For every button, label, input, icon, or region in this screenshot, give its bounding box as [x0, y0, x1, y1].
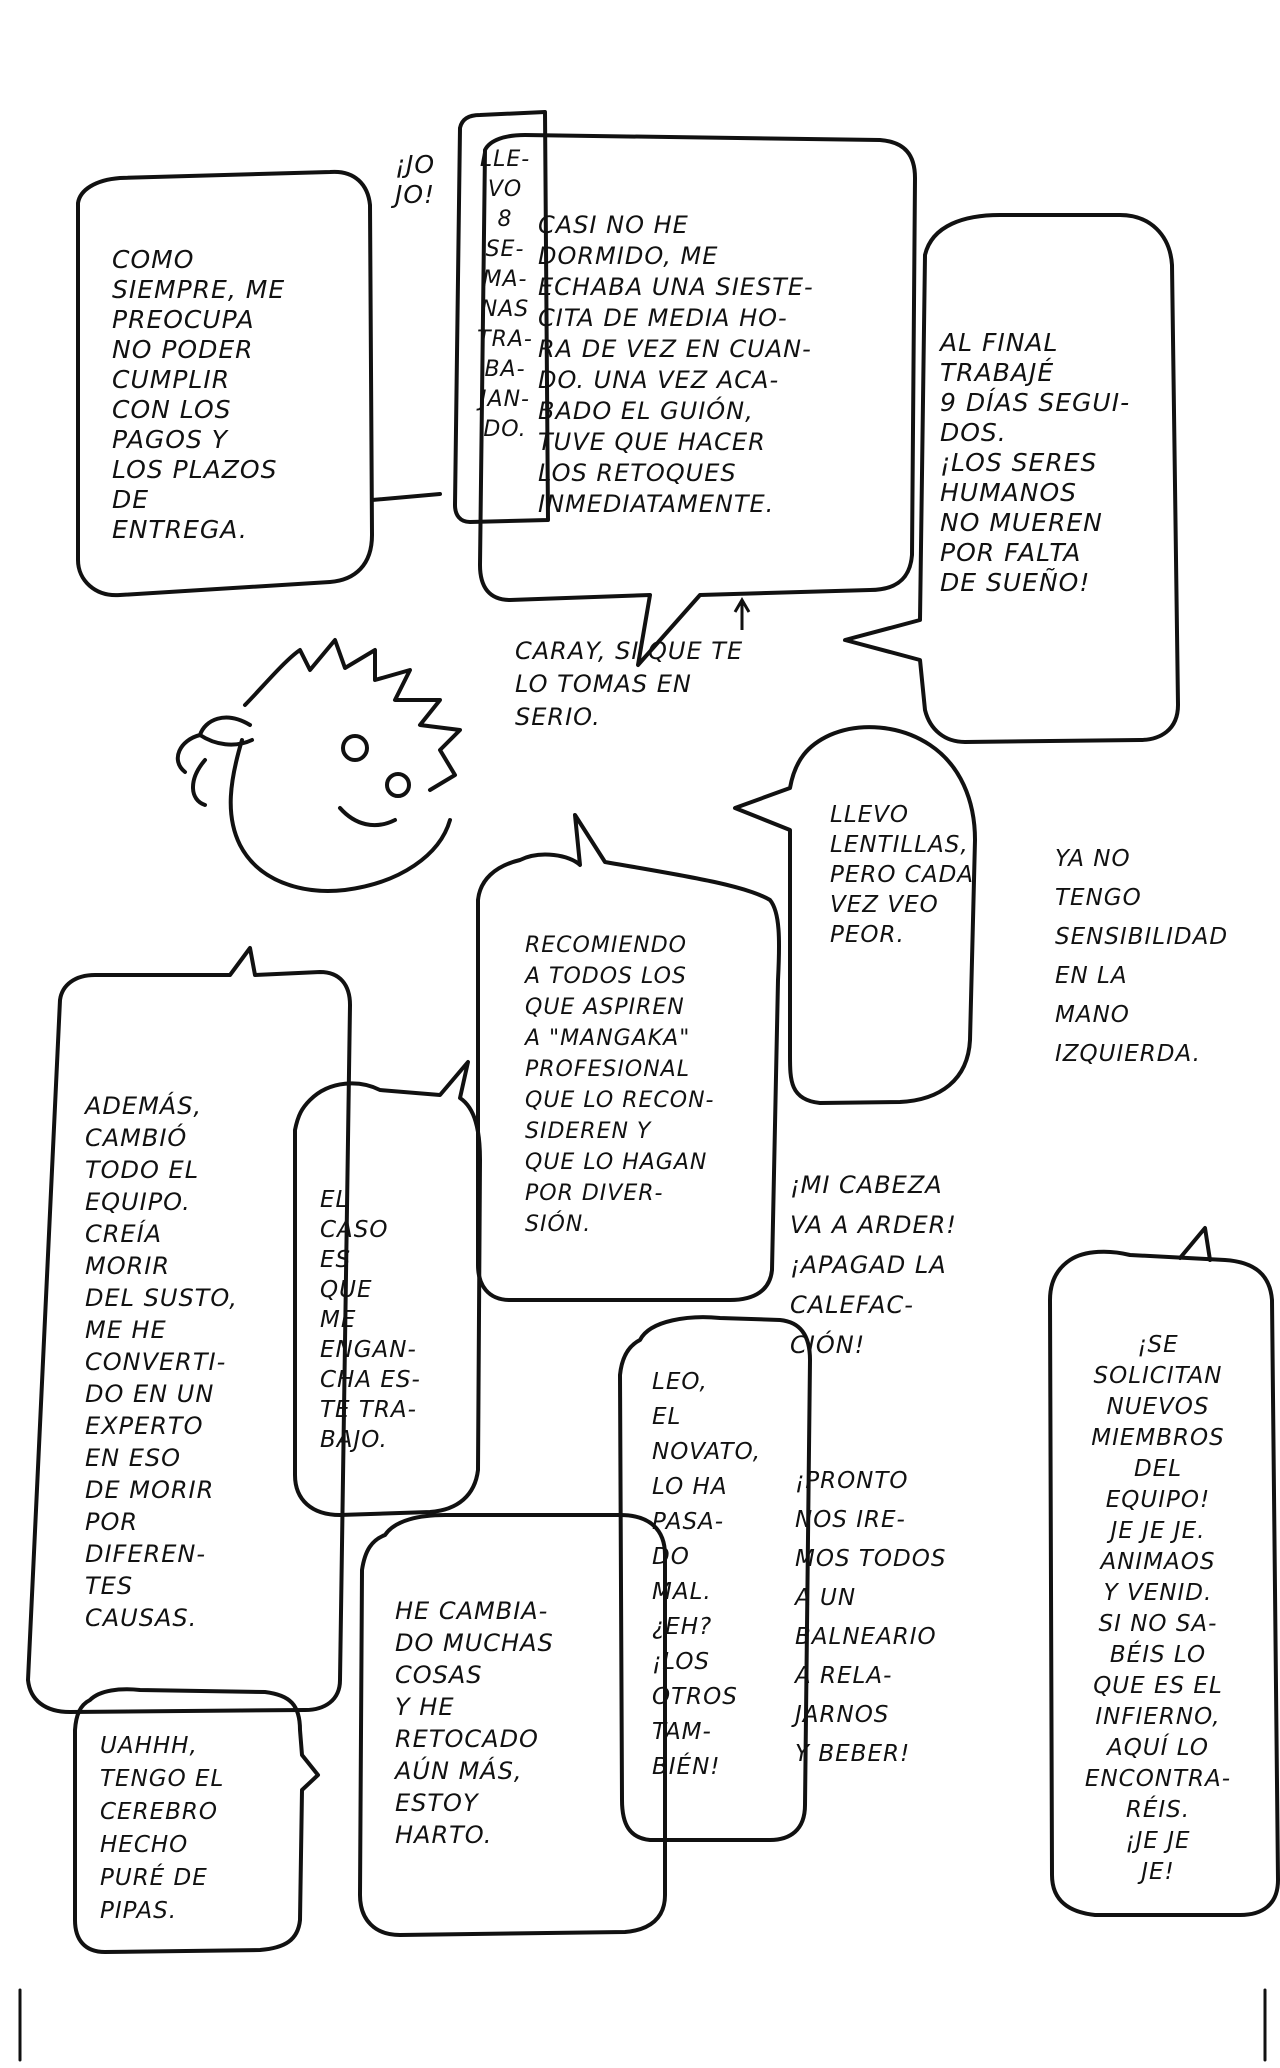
balloon-4 — [478, 133, 917, 667]
balloon-12-text: ¡MI CABEZA VA A ARDER! ¡APAGAD LA CALEFA… — [790, 1171, 957, 1359]
balloon-6-text: CARAY, SI QUE TE LO TOMAS EN SERIO. — [515, 637, 744, 731]
balloon-10-text: ADEMÁS, CAMBIÓ TODO EL EQUIPO. CREÍA MOR… — [85, 1092, 238, 1632]
balloon-2-text: ¡JO JO! — [395, 150, 436, 209]
balloon-3 — [453, 110, 550, 524]
balloon-15-text: ¡SE SOLICITAN NUEVOS MIEMBROS DEL EQUIPO… — [1084, 1332, 1232, 1885]
balloon-10 — [26, 946, 352, 1714]
balloon-11-text: EL CASO ES QUE ME ENGAN- CHA ES- TE TRA-… — [320, 1187, 421, 1453]
balloon-17-text: UAHHH, TENGO EL CEREBRO HECHO PURÉ DE PI… — [100, 1733, 225, 1924]
balloon-11 — [293, 1060, 482, 1517]
balloon-4-text: CASI NO HE DORMIDO, ME ECHABA UNA SIESTE… — [538, 211, 814, 518]
balloon-1 — [76, 169, 374, 598]
balloon-5 — [843, 213, 1180, 744]
balloon-17 — [73, 1687, 320, 1954]
balloon-15 — [1048, 1249, 1280, 1917]
balloon-13 — [618, 1315, 812, 1842]
balloon-14-text: ¡PRONTO NOS IRE- MOS TODOS A UN BALNEARI… — [795, 1468, 947, 1767]
balloon-13-text: LEO, EL NOVATO, LO HA PASA- DO MAL. ¿EH?… — [652, 1369, 762, 1780]
balloon-16-text: HE CAMBIA- DO MUCHAS COSAS Y HE RETOCADO… — [395, 1597, 554, 1849]
balloon-1-text: COMO SIEMPRE, ME PREOCUPA NO PODER CUMPL… — [112, 245, 286, 544]
balloon-9-text: RECOMIENDO A TODOS LOS QUE ASPIREN A "MA… — [525, 933, 715, 1237]
balloon-16 — [358, 1513, 667, 1937]
author-face-drawing — [175, 638, 462, 893]
balloon-3-text: LLE- VO 8 SE- MA- NAS TRA- BA- JAN- DO. — [477, 147, 533, 442]
balloon-5-text: AL FINAL TRABAJÉ 9 DÍAS SEGUI- DOS. ¡LOS… — [940, 328, 1131, 597]
balloon-7 — [733, 725, 977, 1105]
balloon-8-text: YA NO TENGO SENSIBILIDAD EN LA MANO IZQU… — [1055, 846, 1229, 1067]
balloon-7-text: LLEVO LENTILLAS, PERO CADA VEZ VEO PEOR. — [830, 802, 975, 948]
